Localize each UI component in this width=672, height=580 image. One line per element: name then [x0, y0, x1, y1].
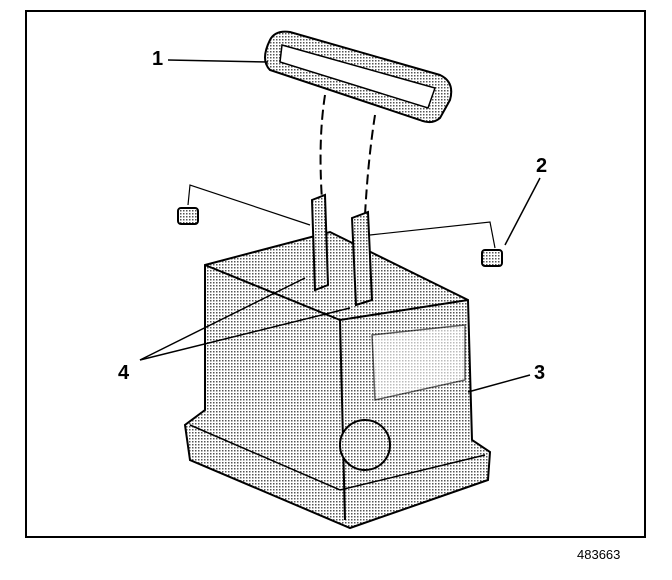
- callout-3: 3: [534, 362, 546, 384]
- figure-reference-number: 483663: [577, 547, 621, 562]
- callout-4: 4: [118, 362, 130, 384]
- switch-panel: [264, 30, 453, 124]
- bulb-socket-left: [177, 207, 199, 225]
- console: [183, 230, 492, 530]
- bulb-socket-right: [481, 249, 503, 267]
- callout-1: 1: [152, 48, 164, 70]
- figure-frame: [25, 10, 646, 538]
- callout-2: 2: [536, 155, 548, 177]
